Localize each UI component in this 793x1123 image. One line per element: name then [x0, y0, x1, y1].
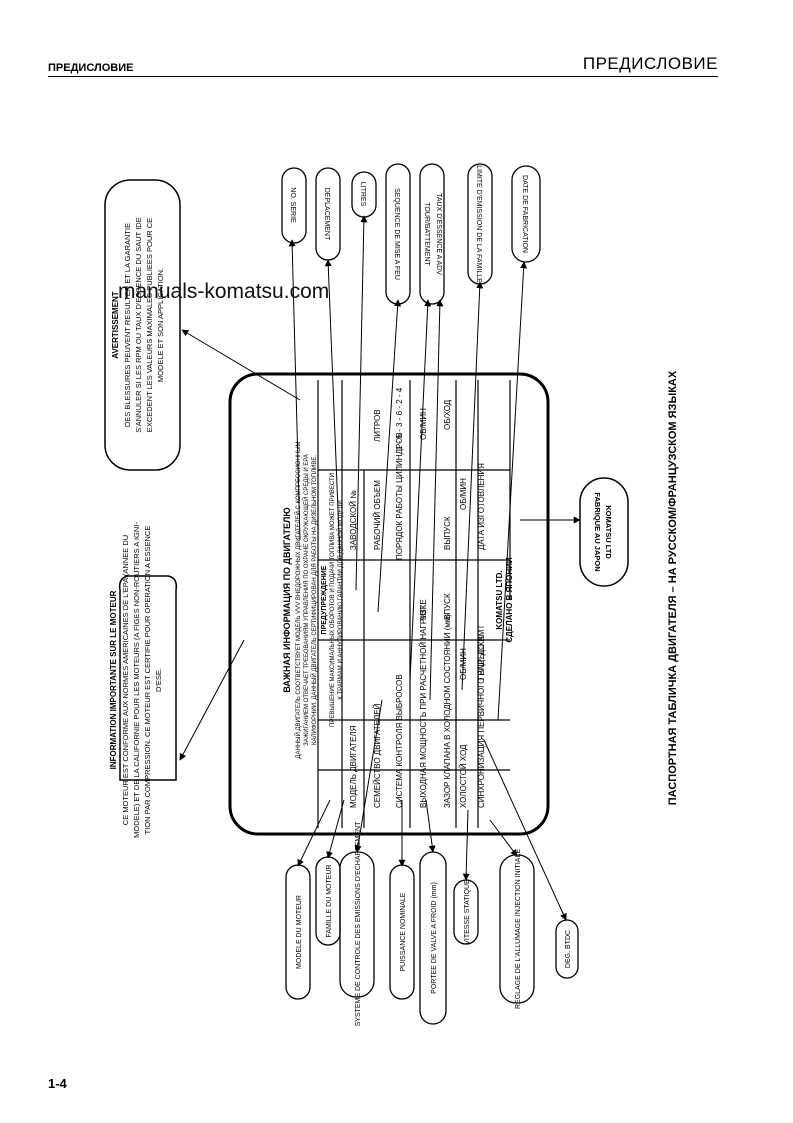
maker-callout-border: [579, 477, 629, 587]
plate-exhaust: ВЫПУСК: [443, 516, 452, 550]
plate-idle-speed: ХОЛОСТОЙ ХОД: [459, 744, 468, 808]
plate-misc-stroke: ОБ/ХОД: [443, 399, 452, 430]
label-systeme-controle: SYSTEME DE CONTROLE DES EMISSIONS D'ECHA…: [355, 821, 362, 1026]
warning-box-title: AVERTISSEMENT: [111, 291, 120, 359]
label-vitesse-statique: VITESSE STATIQUE: [464, 879, 471, 945]
plate-valve-lash: ЗАЗОР КЛАПАНА В ХОЛОДНОМ СОСТОЯНИИ (мм): [443, 614, 452, 808]
plate-rated-power: ВЫХОДНАЯ МОЩНОСТЬ ПРИ РАСЧЕТНОЙ НАГРУЗКЕ: [419, 599, 428, 808]
plate-warning-line-1: ПРЕВЫШЕНИЕ МАКСИМАЛЬНЫХ ОБОРОТОВ И ПОДАЧ…: [330, 473, 336, 727]
plate-displacement: РАБОЧИЙ ОБЪЕМ: [373, 480, 382, 550]
watermark-text: manuals-komatsu.com: [118, 280, 330, 303]
leader-lines: [179, 215, 581, 921]
plate-grid: [317, 380, 511, 828]
warning-box-line-3: EXCEDENT LES VALEURS MAXIMALES PUBLIEES …: [145, 218, 154, 432]
label-no-serie: NO. SERIE: [289, 187, 296, 223]
left-box-line-4: D'ESE.: [154, 668, 163, 692]
label-portee-valve: PORTEE DE VALVE A FROID (mm): [431, 882, 438, 994]
left-box-line-2: MODELE) ET DE LA CALIFORNIE POUR LES MOT…: [132, 522, 141, 838]
plate-intro-line-3: КАЛИФОРНИИ. ДАННЫЙ ДВИГАТЕЛЬ СЕРТИФИЦИРО…: [310, 455, 318, 745]
left-box-line-1: CE MOTEUR EST CONFORME AUX NORMES AMERIC…: [121, 535, 130, 825]
warning-box-border: [104, 179, 181, 471]
label-deplacement: DEPLACEMENT: [323, 188, 330, 241]
plate-maker: KOMATSU LTD.: [495, 570, 504, 629]
header-chapter-title: ПРЕДИСЛОВИЕ: [582, 54, 718, 73]
label-date-fabrication: DATE DE FABRICATION: [521, 175, 528, 253]
label-taux-essence: TAUX D'ESSENCE A ADV: [435, 193, 442, 275]
label-famille-moteur: FAMILLE DU MOTEUR: [326, 864, 333, 937]
label-modele-moteur: MODELE DU MOTEUR: [296, 895, 303, 969]
plate-emission-control: СИСТЕМА КОНТРОЛЯ ВЫБРОСОВ: [395, 674, 404, 808]
left-box-title: INFORMATION IMPORTANTE SUR LE MOTEUR: [109, 590, 118, 769]
label-reglage-allumage: REGLAGE DE L'ALLUMAGE INJECTION INITIALE: [515, 849, 522, 1009]
label-litres: LITRES: [359, 182, 366, 207]
figure-caption: ПАСПОРТНАЯ ТАБЛИЧКА ДВИГАТЕЛЯ – НА РУССК…: [667, 370, 679, 805]
engine-plate-border: [228, 372, 550, 836]
label-limite-emission: LIMITE D'EMISSION DE LA FAMILLE: [475, 165, 482, 283]
left-box-line-3: TION PAR COMPRESSION. CE MOTEUR EST CERT…: [143, 526, 152, 835]
plate-intake: ВПУСК: [443, 593, 452, 620]
plate-kw: КВТ: [419, 606, 428, 620]
plate-firing-order: 1 - 5 - 3 - 6 - 2 - 4: [395, 387, 404, 450]
label-sequence-mise-a-feu: SEQUENCE DE MISE A FEU: [393, 188, 400, 280]
plate-misc-rpm: ОБ/МИН: [459, 478, 468, 510]
plate-liters: ЛИТРОВ: [373, 409, 382, 442]
plate-firing-order-label: ПОРЯДОК РАБОТЫ ЦИЛИНДРОВ: [395, 432, 404, 560]
maker-callout-line-2: FABRIQUE AU JAPON: [593, 492, 602, 571]
plate-deg-btdc: ГРАД. ДО ВМТ: [477, 625, 486, 680]
left-info-box-border: [118, 575, 178, 781]
plate-engine-model: МОДЕЛЬ ДВИГАТЕЛЯ: [349, 725, 358, 808]
plate-made-in: СДЕЛАНО В ЯПОНИИ: [505, 557, 514, 643]
plate-title: ВАЖНАЯ ИНФОРМАЦИЯ ПО ДВИГАТЕЛЮ: [282, 507, 292, 692]
plate-intro-line-2: ЗАЖИГАНИЕМ ОТВЕЧАЕТ ТРЕБОВАНИЯМ УПРАВЛЕН…: [302, 454, 310, 746]
header-section-label: ПРЕДИСЛОВИЕ: [48, 62, 134, 74]
warning-box-line-4: MODELE ET SON APPLICATION.: [156, 268, 165, 382]
plate-intro-line-1: ДАННЫЙ ДВИГАТЕЛЬ СООТВЕТСТВУЕТ МОДЕЛЬ VV…: [294, 441, 302, 758]
plate-engine-family: СЕМЕЙСТВО ДВИГАТЕЛЕЙ: [373, 703, 382, 808]
warning-box-line-1: DES BLESSURES PEUVENT RESULTER ET LA GAR…: [123, 223, 132, 427]
plate-rpm: ОБ/МИН: [419, 408, 428, 440]
label-puissance-nominale: PUISSANCE NOMINALE: [400, 892, 407, 971]
page-number: 1-4: [48, 1076, 67, 1091]
warning-box-line-2: S'ANNULER SI LES RPM OU TAUX D'ESSENCE D…: [134, 217, 143, 432]
label-deg-btdc: DEG. BTDC: [565, 930, 572, 968]
plate-warning-line-2: К ТРАВМАМ И АННУЛИРОВАНИЮ ГАРАНТИИ ДЛЯ Д…: [336, 500, 344, 699]
header-rule: [48, 76, 718, 77]
plate-injection-timing: СИНХРОНИЗАЦИЯ ПЕРВИЧНОГО ВПРЫСКА: [477, 636, 486, 808]
label-tour-battement: TOUR/BATTEMENT: [423, 202, 430, 266]
maker-callout-line-1: KOMATSU LTD: [604, 505, 613, 559]
plate-serial-no: ЗАВОДСКОЙ №: [349, 490, 358, 550]
plate-warning-title: ПРЕДУПРЕЖДЕНИЕ: [321, 565, 328, 634]
plate-manufacture-date: ДАТА ИЗГОТОВЛЕНИЯ: [477, 463, 486, 550]
